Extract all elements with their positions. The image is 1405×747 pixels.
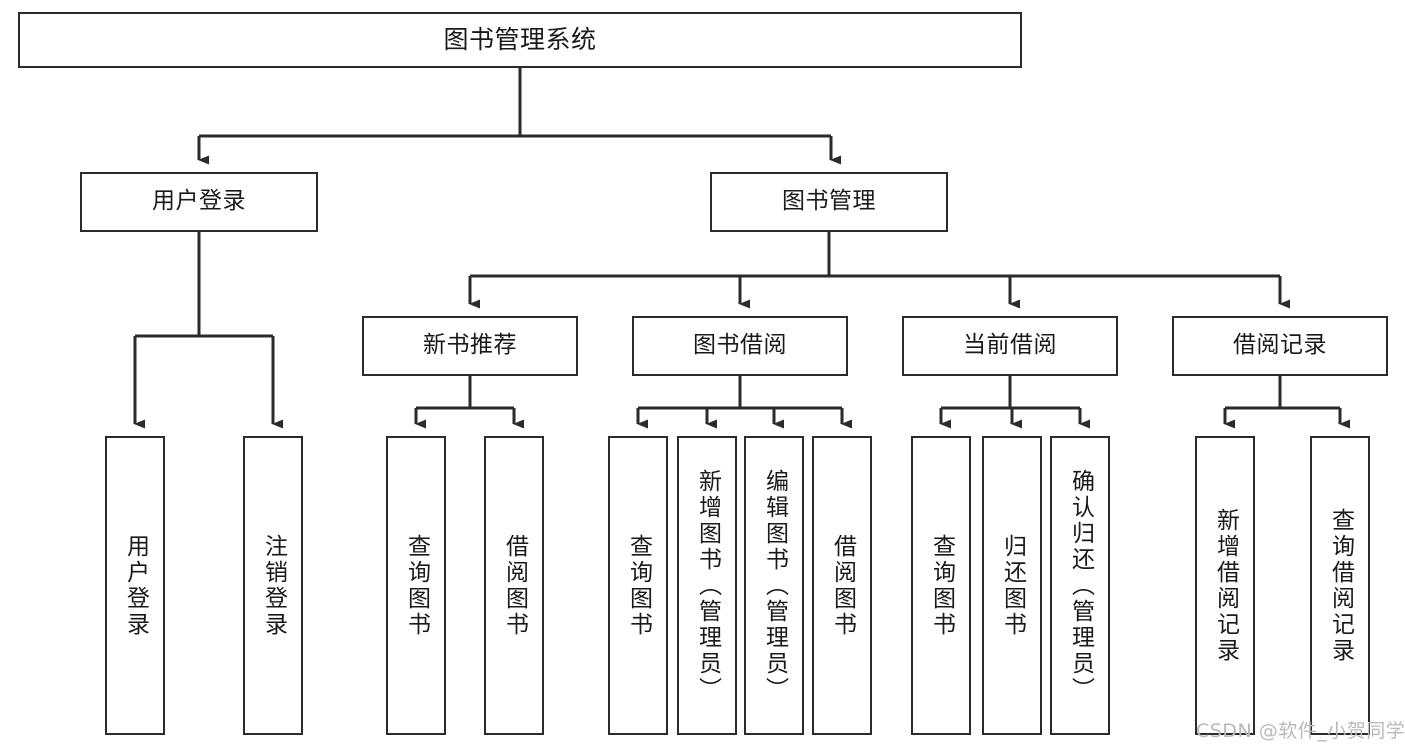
- node-root-system[interactable]: 图书管理系统: [18, 12, 1022, 68]
- edges-root-to-level1: [197, 68, 841, 165]
- node-book-manage[interactable]: 图书管理: [710, 172, 948, 232]
- node-label: 查询借阅记录: [1327, 507, 1354, 664]
- node-label: 图书管理系统: [443, 25, 597, 54]
- edges-borrowrecord-to-leaves: [1223, 376, 1350, 429]
- edges-newbook-to-leaves: [414, 376, 524, 429]
- node-label: 当前借阅: [963, 332, 1057, 359]
- node-label: 借阅图书: [829, 533, 856, 638]
- node-label: 查询图书: [403, 533, 430, 638]
- node-label: 借阅图书: [501, 533, 528, 638]
- node-leaf-return-book[interactable]: 归还图书: [982, 436, 1042, 735]
- node-label: 用户登录: [122, 533, 149, 638]
- node-leaf-query-record[interactable]: 查询借阅记录: [1310, 436, 1370, 735]
- node-label: 图书管理: [782, 188, 876, 215]
- node-label: 确认归还（管理员）: [1067, 468, 1094, 703]
- node-label: 归还图书: [999, 533, 1026, 638]
- node-label: 查询图书: [928, 533, 955, 638]
- node-label: 新增图书（管理员）: [694, 468, 721, 703]
- node-book-borrow[interactable]: 图书借阅: [632, 316, 848, 376]
- node-leaf-query-book-1[interactable]: 查询图书: [386, 436, 446, 735]
- node-borrow-record[interactable]: 借阅记录: [1172, 316, 1388, 376]
- node-leaf-user-login[interactable]: 用户登录: [105, 436, 165, 735]
- node-label: 编辑图书（管理员）: [761, 468, 788, 703]
- node-leaf-borrow-book-1[interactable]: 借阅图书: [484, 436, 544, 735]
- node-leaf-add-book[interactable]: 新增图书（管理员）: [677, 436, 737, 735]
- edges-booklogin-to-leaves: [133, 232, 283, 429]
- node-new-book-recommend[interactable]: 新书推荐: [362, 316, 578, 376]
- node-label: 借阅记录: [1233, 332, 1327, 359]
- node-label: 新书推荐: [423, 332, 517, 359]
- node-leaf-add-record[interactable]: 新增借阅记录: [1195, 436, 1255, 735]
- edges-bookborrow-to-leaves: [636, 376, 852, 429]
- node-leaf-confirm-return[interactable]: 确认归还（管理员）: [1050, 436, 1110, 735]
- node-label: 图书借阅: [693, 332, 787, 359]
- node-label: 新增借阅记录: [1212, 507, 1239, 664]
- node-leaf-query-book-2[interactable]: 查询图书: [608, 436, 668, 735]
- node-leaf-borrow-book-2[interactable]: 借阅图书: [812, 436, 872, 735]
- node-label: 查询图书: [625, 533, 652, 638]
- edges-currentborrow-to-leaves: [939, 376, 1090, 429]
- node-leaf-edit-book[interactable]: 编辑图书（管理员）: [744, 436, 804, 735]
- node-user-login[interactable]: 用户登录: [80, 172, 318, 232]
- node-label: 用户登录: [152, 188, 246, 215]
- edges-bookmanage-to-level2: [468, 232, 1290, 309]
- node-current-borrow[interactable]: 当前借阅: [902, 316, 1118, 376]
- csdn-watermark: CSDN @软件_小贺同学: [1196, 720, 1405, 742]
- node-leaf-logout[interactable]: 注销登录: [243, 436, 303, 735]
- node-leaf-query-book-3[interactable]: 查询图书: [911, 436, 971, 735]
- node-label: 注销登录: [260, 533, 287, 638]
